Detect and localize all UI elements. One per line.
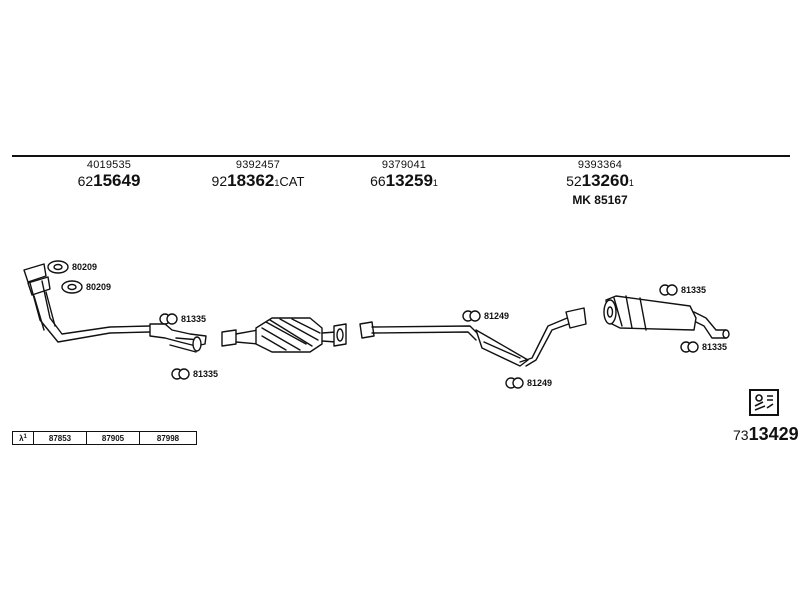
part-oem-number: 4019535 [86,159,132,171]
part-mounting-kit: MK 85167 [572,193,628,207]
part-oem-number: 9393364 [577,159,623,171]
clamp-label: 81335 [681,285,707,295]
part-reference: 92183621CAT [211,171,305,190]
clamp-icon-rear-upper [659,284,678,296]
front-pipe-drawing [23,263,207,353]
part-rear-silencer[interactable]: 9393364 52132601 MK 85167 [552,159,648,208]
lambda-sensor-table: λ1 87853 87905 87998 [12,431,197,445]
clamp-label: 81335 [181,314,207,324]
lambda-sensor-cell[interactable]: 87853 [33,431,87,445]
diagram-reference: 7313429 [733,424,799,444]
centre-pipe-drawing [359,307,587,367]
diagram-logo-icon [749,389,779,416]
gasket-label: 80209 [72,262,98,272]
clamp-icon-mid-lower [505,377,524,389]
part-reference: 6215649 [77,171,141,190]
gasket-icon-2 [61,280,83,294]
part-oem-number: 9392457 [235,159,281,171]
lambda-sensor-cell[interactable]: 87905 [86,431,140,445]
clamp-icon-front-lower [171,368,190,380]
rear-silencer-drawing [603,295,730,339]
clamp-icon-rear-lower [680,341,699,353]
part-catalytic-converter[interactable]: 9392457 92183621CAT [198,159,318,192]
clamp-label: 81249 [484,311,510,321]
part-centre-pipe[interactable]: 9379041 66132591 [356,159,452,192]
header-rule [12,155,790,157]
gasket-icon-1 [47,260,69,274]
part-reference: 52132601 [566,171,634,190]
gasket-label: 80209 [86,282,112,292]
part-oem-number: 9379041 [381,159,427,171]
clamp-label: 81335 [702,342,728,352]
clamp-icon-mid-upper [462,310,481,322]
clamp-label: 81335 [193,369,219,379]
lambda-symbol-cell: λ1 [12,431,34,445]
clamp-label: 81249 [527,378,553,388]
part-reference: 66132591 [370,171,438,190]
clamp-icon-front-upper [159,313,178,325]
lambda-sensor-cell[interactable]: 87998 [139,431,197,445]
catalytic-converter-drawing [221,317,347,353]
part-front-pipe[interactable]: 4019535 6215649 [62,159,156,192]
